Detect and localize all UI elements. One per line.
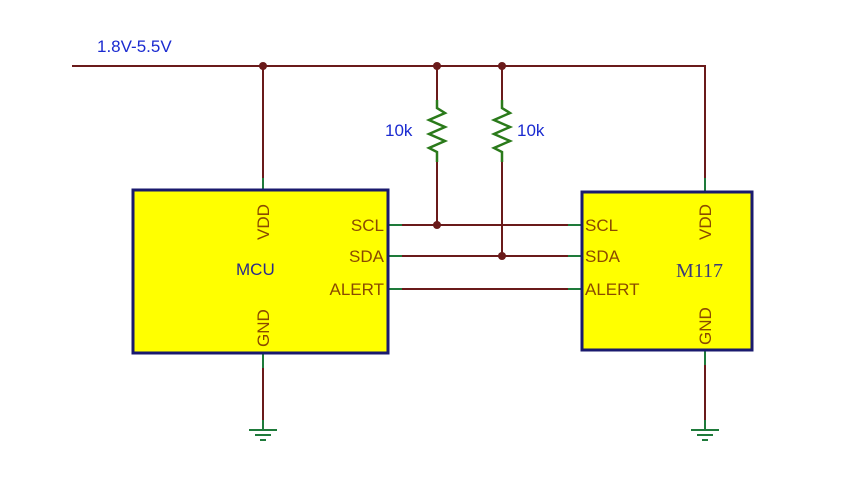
sensor-pin-sda: SDA <box>585 247 621 266</box>
supply-voltage-label: 1.8V-5.5V <box>97 37 172 56</box>
mcu-pin-alert: ALERT <box>330 280 385 299</box>
supply-rail <box>72 65 706 190</box>
mcu-pin-sda: SDA <box>349 247 385 266</box>
mcu-pin-scl: SCL <box>351 216 384 235</box>
ground-icon <box>249 420 277 441</box>
pullup-resistor-scl <box>425 100 449 162</box>
pullup-resistor-sda <box>490 100 514 162</box>
mcu-pin-gnd: GND <box>254 309 273 347</box>
resistor-value-label: 10k <box>385 121 413 140</box>
resistor-value-label: 10k <box>517 121 545 140</box>
ground-icon <box>691 420 719 441</box>
sensor-pin-vdd: VDD <box>696 204 715 240</box>
m117-chip <box>580 190 754 352</box>
sensor-pin-gnd: GND <box>696 307 715 345</box>
mcu-name: MCU <box>236 260 275 279</box>
junction-dots <box>259 62 506 260</box>
sensor-pin-alert: ALERT <box>585 280 640 299</box>
mcu-pin-vdd: VDD <box>254 204 273 240</box>
sensor-pin-scl: SCL <box>585 216 618 235</box>
mcu-chip <box>131 188 390 355</box>
sensor-name: M117 <box>676 260 723 282</box>
